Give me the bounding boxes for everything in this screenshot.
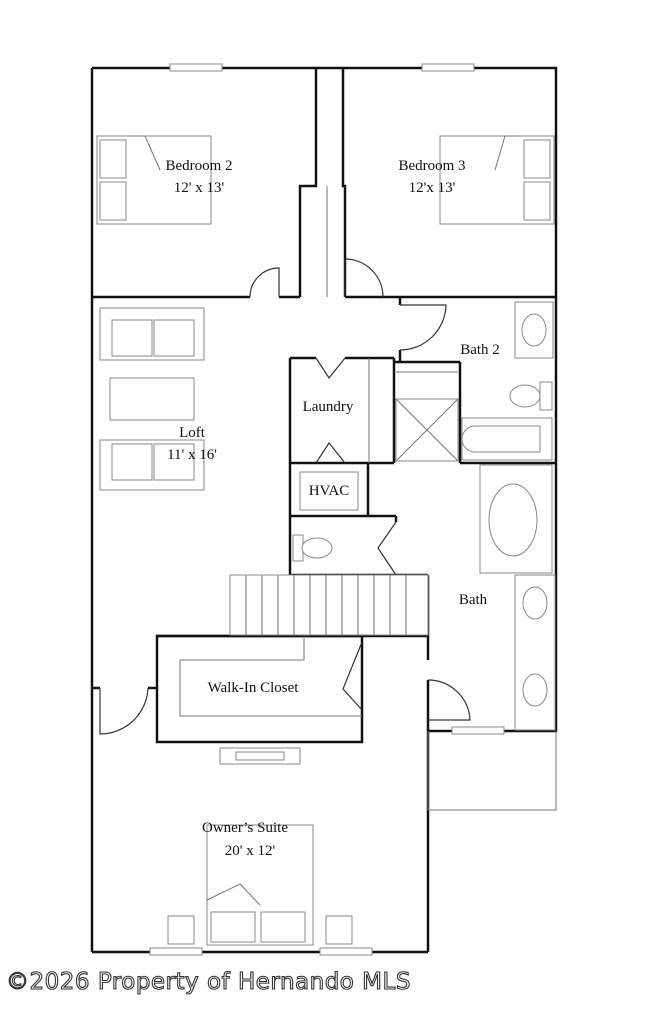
hvac-name: HVAC bbox=[309, 483, 350, 499]
bedroom2-name: Bedroom 2 bbox=[165, 158, 232, 174]
furniture bbox=[96, 135, 557, 946]
bedroom3-size: 12'x 13' bbox=[409, 180, 456, 196]
bath2-name: Bath 2 bbox=[460, 342, 500, 358]
loft-size: 11' x 16' bbox=[167, 447, 217, 463]
walkin-closet-name: Walk-In Closet bbox=[208, 680, 300, 696]
bedroom3-name: Bedroom 3 bbox=[398, 158, 465, 174]
owners-suite-name: Owner’s Suite bbox=[202, 820, 288, 836]
loft-name: Loft bbox=[179, 425, 206, 441]
watermark: ©2026 Property of Hernando MLS bbox=[6, 969, 411, 995]
doors bbox=[99, 258, 471, 735]
windows bbox=[149, 63, 505, 956]
laundry-name: Laundry bbox=[303, 399, 354, 415]
walls bbox=[90, 66, 558, 954]
bedroom2-size: 12' x 13' bbox=[174, 180, 225, 196]
owners-suite-size: 20' x 12' bbox=[225, 843, 276, 859]
bath-name: Bath bbox=[459, 592, 488, 608]
